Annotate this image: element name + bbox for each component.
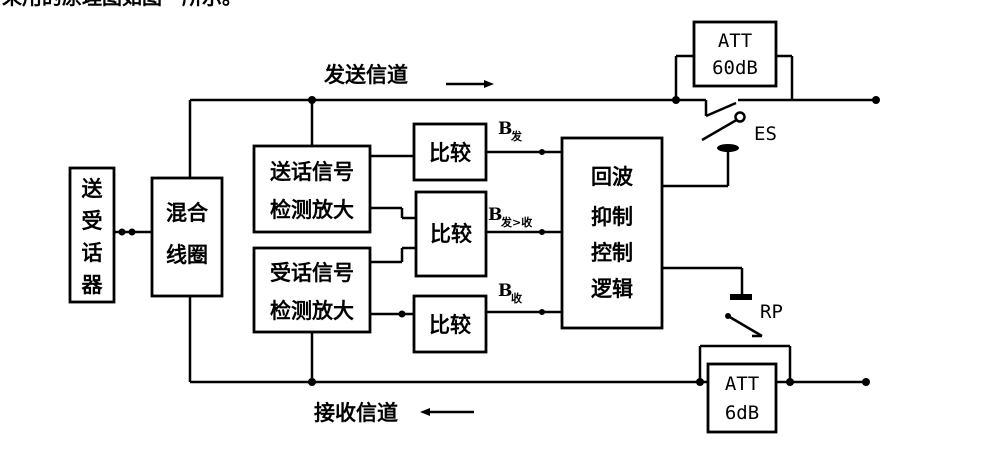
es-switch (717, 111, 746, 152)
svg-text:B: B (498, 119, 512, 139)
comparator-top-label: 比较 (429, 141, 471, 165)
send-channel-label: 发送信道 (323, 63, 408, 87)
receive-channel-label: 接收信道 (314, 401, 398, 425)
comparator-top: 比较 (412, 122, 488, 182)
hybrid-coil-block: 混合 线圈 (150, 176, 224, 298)
receive-detector-line-1: 受话信号 (270, 261, 354, 285)
junction-dots (118, 96, 880, 386)
echo-logic-line-3: 控制 (591, 241, 633, 265)
comparator-bottom-label: 比较 (429, 313, 471, 337)
handset-char-4: 器 (81, 273, 104, 297)
svg-text:B: B (488, 205, 502, 225)
send-detector-block: 送话信号 检测放大 (252, 144, 372, 234)
top-caption: 采用的原理图如图一所示。 (2, 0, 242, 9)
rp-label: RP (760, 301, 783, 323)
att-top-line-2: 60dB (712, 57, 758, 79)
handset-char-3: 话 (82, 241, 103, 265)
hybrid-line-2: 线圈 (166, 243, 208, 267)
handset-char-1: 送 (82, 177, 104, 201)
att-bottom-line-2: 6dB (725, 402, 759, 424)
svg-text:B: B (498, 281, 512, 301)
handset-block: 送 受 话 器 (68, 166, 116, 304)
receive-detector-line-2: 检测放大 (270, 299, 354, 323)
echo-logic-block: 回波 抑制 控制 逻辑 (560, 136, 664, 330)
svg-text:发: 发 (510, 129, 523, 143)
receive-detector-block: 受话信号 检测放大 (252, 246, 372, 334)
b-compare-label: B 发>收 (488, 205, 532, 229)
comparator-mid-label: 比较 (430, 222, 472, 246)
rp-switch (725, 294, 752, 319)
echo-logic-line-2: 抑制 (591, 205, 633, 229)
svg-text:收: 收 (511, 291, 522, 305)
send-detector-line-2: 检测放大 (270, 198, 354, 222)
att-top-line-1: ATT (718, 30, 752, 52)
send-detector-line-1: 送话信号 (270, 160, 354, 184)
comparator-bottom: 比较 (412, 294, 488, 354)
echo-logic-line-4: 逻辑 (591, 277, 633, 301)
att-6db-block: ATT 6dB (706, 362, 778, 434)
hybrid-line-1: 混合 (166, 201, 209, 225)
b-receive-label: B 收 (498, 281, 522, 305)
b-send-label: B 发 (498, 119, 523, 143)
handset-char-2: 受 (82, 209, 103, 233)
arrows (420, 80, 494, 416)
es-label: ES (754, 123, 777, 145)
att-bottom-line-1: ATT (725, 373, 759, 395)
wiring (114, 54, 876, 384)
svg-text:发>收: 发>收 (500, 215, 532, 229)
att-60db-block: ATT 60dB (692, 20, 778, 88)
echo-logic-line-1: 回波 (591, 165, 634, 189)
comparator-mid: 比较 (414, 190, 488, 278)
